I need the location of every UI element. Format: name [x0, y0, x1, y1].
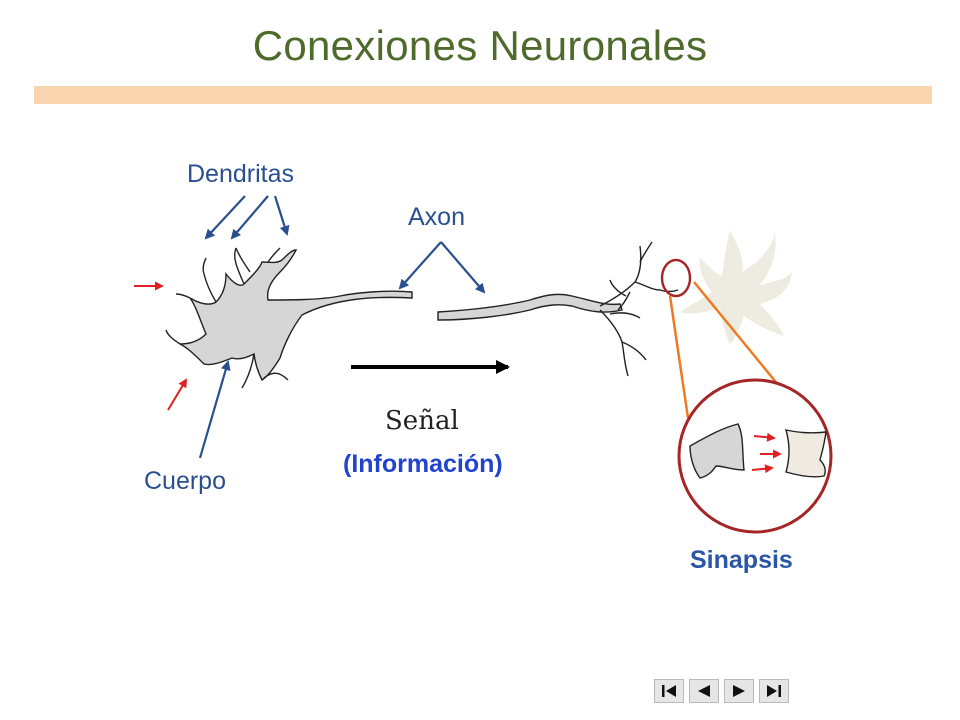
dendritas-pointer-arrows: [204, 195, 290, 240]
label-dendritas: Dendritas: [187, 160, 294, 188]
page-title: Conexiones Neuronales: [252, 22, 708, 69]
axon-pointer-arrows: [398, 241, 486, 294]
presynaptic-terminal-icon: [689, 423, 745, 479]
previous-slide-icon: [698, 685, 710, 697]
next-slide-button[interactable]: [724, 679, 754, 703]
label-senal: Señal: [385, 406, 459, 436]
first-slide-icon: [662, 685, 676, 697]
neuron-cell-body-icon: [165, 247, 413, 389]
axon-segment: [437, 293, 623, 321]
label-sinapsis: Sinapsis: [690, 546, 793, 574]
slide-navigation: [654, 679, 789, 703]
last-slide-button[interactable]: [759, 679, 789, 703]
title-underline-bar: [34, 86, 932, 104]
cuerpo-pointer-arrow: [198, 360, 231, 459]
previous-slide-button[interactable]: [689, 679, 719, 703]
background-neuron-icon: [680, 230, 792, 344]
synapse-zoom-circle: [677, 378, 833, 534]
zoom-line-right: [693, 281, 785, 393]
axon-terminal-icon: [599, 241, 679, 377]
last-slide-icon: [767, 685, 781, 697]
label-informacion: (Información): [343, 450, 503, 478]
zoom-line-left: [668, 295, 690, 419]
next-slide-icon: [733, 685, 745, 697]
label-axon: Axon: [408, 203, 465, 231]
synapse-transmission-arrows: [751, 432, 782, 474]
first-slide-button[interactable]: [654, 679, 684, 703]
synapse-highlight-circle: [660, 258, 692, 298]
label-cuerpo: Cuerpo: [144, 467, 226, 495]
postsynaptic-terminal-icon: [785, 429, 827, 478]
input-arrow-bottom: [167, 378, 188, 411]
